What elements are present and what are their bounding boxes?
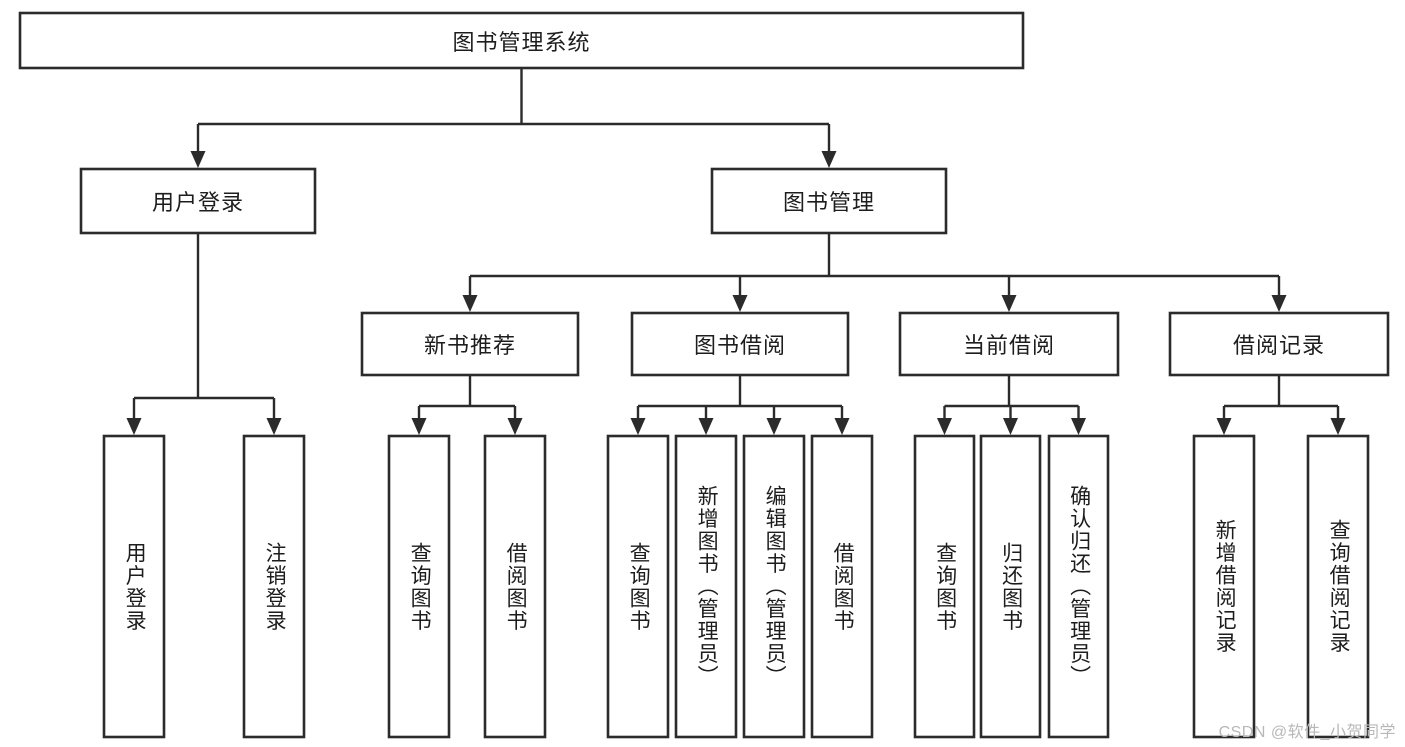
node-box-confirm-return-admin[interactable] — [1047, 434, 1110, 739]
arrow-head-icon — [1001, 295, 1017, 312]
arrow-head-icon — [1071, 418, 1086, 435]
node-box-add-book-admin[interactable] — [674, 434, 738, 739]
node-box-borrow-record[interactable] — [1168, 311, 1390, 377]
node-box-query-book-3[interactable] — [913, 434, 976, 739]
arrow-head-icon — [937, 418, 952, 435]
node-box-user-login-do[interactable] — [102, 434, 166, 739]
arrow-head-icon — [190, 151, 206, 168]
arrow-head-icon — [507, 418, 523, 435]
node-box-current-borrow[interactable] — [898, 311, 1120, 377]
arrow-head-icon — [732, 295, 748, 312]
arrow-head-icon — [411, 418, 427, 435]
arrow-head-icon — [266, 418, 282, 435]
node-box-query-book-2[interactable] — [606, 434, 670, 739]
node-box-root[interactable] — [18, 11, 1025, 70]
arrow-head-icon — [1271, 295, 1287, 312]
arrow-head-icon — [698, 418, 714, 435]
arrow-head-icon — [1330, 418, 1346, 435]
connectors-layer — [126, 68, 1346, 435]
node-box-borrow-book-2[interactable] — [810, 434, 874, 739]
node-box-user-logout[interactable] — [242, 434, 306, 739]
node-box-book-management[interactable] — [710, 167, 948, 235]
arrow-head-icon — [1216, 418, 1232, 435]
node-box-book-borrow[interactable] — [630, 311, 850, 377]
node-box-return-book[interactable] — [979, 434, 1042, 739]
arrow-head-icon — [462, 295, 478, 312]
arrow-head-icon — [821, 151, 837, 168]
node-box-add-borrow-record[interactable] — [1192, 434, 1256, 739]
node-box-new-book-recommend[interactable] — [360, 311, 580, 377]
node-box-query-borrow-record[interactable] — [1306, 434, 1370, 739]
watermark: CSDN @软件_小贺同学 — [1218, 724, 1396, 741]
arrow-head-icon — [1003, 418, 1018, 435]
node-box-query-book-1[interactable] — [387, 434, 451, 739]
arrow-head-icon — [766, 418, 782, 435]
arrow-head-icon — [630, 418, 646, 435]
arrow-head-icon — [834, 418, 850, 435]
node-box-borrow-book-1[interactable] — [483, 434, 547, 739]
arrow-head-icon — [126, 418, 142, 435]
boxes-layer — [18, 11, 1390, 739]
node-box-edit-book-admin[interactable] — [742, 434, 806, 739]
node-box-user-login[interactable] — [79, 167, 317, 235]
